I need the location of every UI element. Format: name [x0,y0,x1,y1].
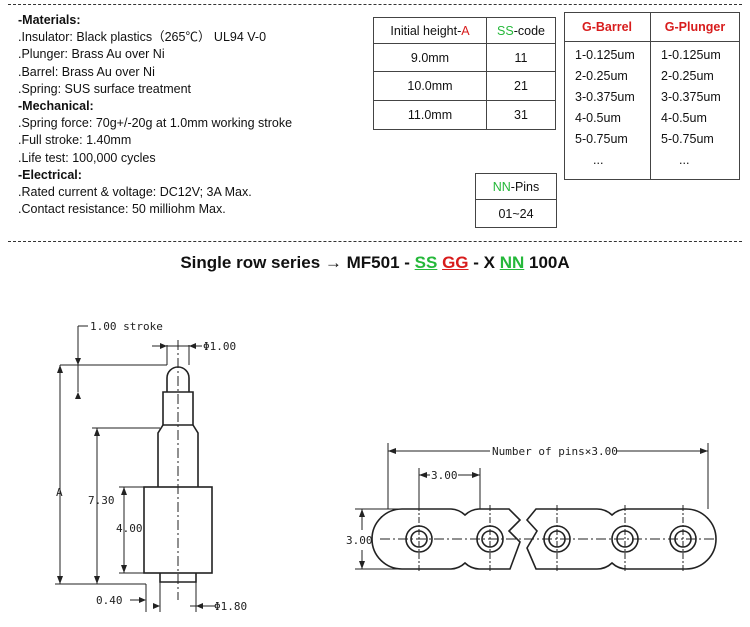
height-code-table: Initial height-A SS-code 9.0mm 11 10.0mm… [373,17,556,130]
ss-code-header: SS-code [486,17,556,44]
g-barrel-item: 1-0.125um [575,48,635,62]
spec-line: .Spring force: 70g+/-20g at 1.0mm workin… [18,116,293,131]
height-header: Initial height-A [373,17,487,44]
table-row: 11.0mm 31 [373,100,556,130]
g-barrel-item: 2-0.25um [575,69,628,83]
g-plunger-item: ... [679,153,690,167]
g-plunger-item: 3-0.375um [661,90,721,104]
gold-table-header-line [564,41,740,42]
code-value: 21 [486,71,556,101]
spec-section-heading: -Materials: [18,13,81,27]
top-dashed-line [8,4,742,5]
series-title: Single row series → MF501 - SS GG - X NN… [180,253,570,272]
nn-letters: NN [492,179,511,194]
gold-plating-table [564,12,740,180]
pin-arrowheads [57,343,203,609]
g-barrel-header: G-Barrel [581,20,633,34]
pin-dimension-lines [55,325,215,612]
length-730-label: 7.30 [88,494,115,507]
spec-line: .Life test: 100,000 cycles [18,150,156,165]
height-value: 11.0mm [373,100,487,130]
pins-header: NN-Pins [475,173,557,200]
g-barrel-item: 5-0.75um [575,132,628,146]
spec-line: .Plunger: Brass Au over Ni [18,47,165,62]
g-barrel-item: ... [593,153,604,167]
strip-dimension-lines [355,443,715,573]
code-value: 31 [486,100,556,130]
spec-section-heading: -Electrical: [18,167,82,182]
length-040-label: 0.40 [96,594,123,607]
height-a-label: A [56,486,63,499]
pins-value: 01~24 [475,199,557,228]
pitch-label: 3.00 [431,469,458,482]
pins-table: NN-Pins 01~24 [475,173,557,228]
tip-diameter-label: Φ1.00 [203,340,236,353]
total-pitch-label: Number of pins×3.00 [492,445,618,458]
length-400-label: 4.00 [116,522,143,535]
pin-side-view [143,366,213,583]
nn-code-placeholder: NN [499,253,525,272]
ss-code-placeholder: SS [414,253,438,272]
gold-table-divider [650,12,651,180]
specifications-list: -Materials: .Insulator: Black plastics（26… [18,12,368,218]
g-plunger-item: 5-0.75um [661,132,714,146]
width-label: 3.00 [346,534,373,547]
spec-line: .Contact resistance: 50 milliohm Max. [18,202,226,217]
arrow-icon: → [324,253,342,272]
ss-code-letters: SS [497,23,514,38]
spec-line: .Insulator: Black plastics（265℃） UL94 V-… [18,30,267,45]
spec-section-heading: -Mechanical: [18,99,94,114]
spec-line: .Spring: SUS surface treatment [18,81,191,96]
g-barrel-item: 4-0.5um [575,111,621,125]
gg-code-placeholder: GG [442,253,469,272]
spec-line: .Rated current & voltage: DC12V; 3A Max. [18,185,252,200]
g-plunger-list: 1-0.125um 2-0.25um 3-0.375um 4-0.5um 5-0.75u… [661,45,721,171]
stroke-label: 1.00 stroke [90,320,163,333]
g-plunger-header: G-Plunger [664,20,726,34]
spec-line: .Barrel: Brass Au over Ni [18,64,155,79]
g-plunger-item: 4-0.5um [661,111,707,125]
g-barrel-list: 1-0.125um 2-0.25um 3-0.375um 4-0.5um 5-0.75u… [575,45,635,171]
height-code-letter: A [461,23,470,38]
g-barrel-item: 3-0.375um [575,90,635,104]
height-value: 9.0mm [373,43,487,72]
base-diameter-label: Φ1.80 [214,600,247,613]
strip-arrowheads [359,448,708,569]
g-plunger-item: 2-0.25um [661,69,714,83]
g-plunger-item: 1-0.125um [661,48,721,62]
mid-dashed-line [8,241,742,242]
spec-line: .Full stroke: 1.40mm [18,133,132,148]
